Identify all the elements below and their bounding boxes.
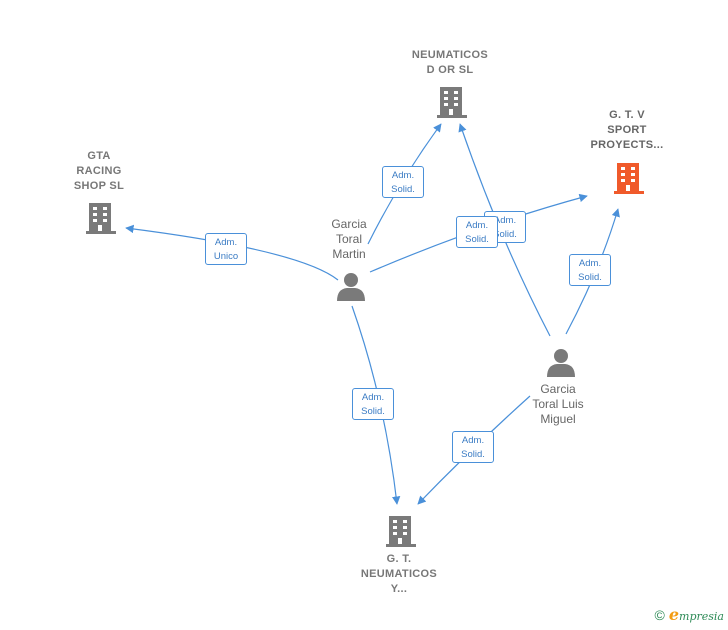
label-line: Garcia: [540, 382, 576, 396]
label-line: Y...: [390, 583, 408, 595]
company-label-gt-neumaticos[interactable]: G. T. NEUMATICOS Y...: [349, 552, 449, 597]
company-label-neumaticos-dor[interactable]: NEUMATICOS D OR SL: [400, 48, 500, 78]
brand-name: mpresia: [679, 610, 724, 623]
brand-logo: empresia: [669, 605, 724, 624]
copyright-icon: ©: [654, 606, 665, 623]
edge-label-line: Solid.: [361, 406, 385, 417]
edge-label-luis-gtneum: Adm. Solid.: [452, 431, 494, 463]
edge-label-line: Solid.: [493, 229, 517, 240]
building-icon-gta-racing[interactable]: [86, 203, 116, 234]
edge-label-martin-gtv: Adm. Solid.: [456, 216, 498, 248]
edge-martin-gta: [125, 224, 339, 281]
edge-label-line: Adm.: [391, 170, 415, 181]
person-label-garcia-martin[interactable]: Garcia Toral Martin: [299, 217, 399, 262]
brand-initial: e: [668, 605, 680, 624]
label-line: G. T.: [386, 553, 412, 565]
label-line: Toral Luis: [532, 397, 584, 411]
label-line: D OR SL: [426, 64, 474, 76]
company-label-gta-racing[interactable]: GTA RACING SHOP SL: [49, 149, 149, 194]
label-line: Miguel: [540, 412, 576, 426]
label-line: G. T. V: [609, 109, 645, 121]
edge-label-martin-gtneum: Adm. Solid.: [352, 388, 394, 420]
edge-label-line: Adm.: [214, 237, 238, 248]
label-line: PROYECTS...: [590, 139, 664, 151]
label-line: NEUMATICOS: [411, 49, 489, 61]
edge-label-line: Adm.: [493, 215, 517, 226]
edge-label-line: Solid.: [461, 449, 485, 460]
label-line: RACING: [76, 165, 122, 177]
edge-label-line: Solid.: [465, 234, 489, 245]
building-icon-gtv-sport[interactable]: [614, 163, 644, 194]
building-icon-neumaticos-dor[interactable]: [437, 87, 467, 118]
person-icon-garcia-martin[interactable]: [337, 273, 365, 301]
edge-label-line: Solid.: [391, 184, 415, 195]
company-label-gtv-sport[interactable]: G. T. V SPORT PROYECTS...: [577, 108, 677, 153]
edge-label-martin-gta: Adm. Unico: [205, 233, 247, 265]
edge-label-line: Adm.: [578, 258, 602, 269]
person-icon-garcia-luis[interactable]: [547, 349, 575, 377]
building-icon-gt-neumaticos[interactable]: [386, 516, 416, 547]
edge-label-line: Unico: [213, 251, 239, 262]
label-line: Martin: [332, 247, 366, 261]
label-line: Garcia: [331, 217, 367, 231]
label-line: GTA: [87, 150, 111, 162]
label-line: SHOP SL: [73, 180, 125, 192]
label-line: Toral: [335, 232, 362, 246]
label-line: SPORT: [607, 124, 647, 136]
edge-label-line: Adm.: [361, 392, 385, 403]
edge-label-line: Adm.: [465, 220, 489, 231]
edge-label-luis-gtv: Adm. Solid.: [569, 254, 611, 286]
edge-label-line: Adm.: [461, 435, 485, 446]
edge-label-martin-neumaticos: Adm. Solid.: [382, 166, 424, 198]
edge-label-line: Solid.: [578, 272, 602, 283]
person-label-garcia-luis[interactable]: Garcia Toral Luis Miguel: [508, 382, 608, 427]
brand-footer[interactable]: © empresia: [655, 605, 724, 624]
label-line: NEUMATICOS: [360, 568, 438, 580]
